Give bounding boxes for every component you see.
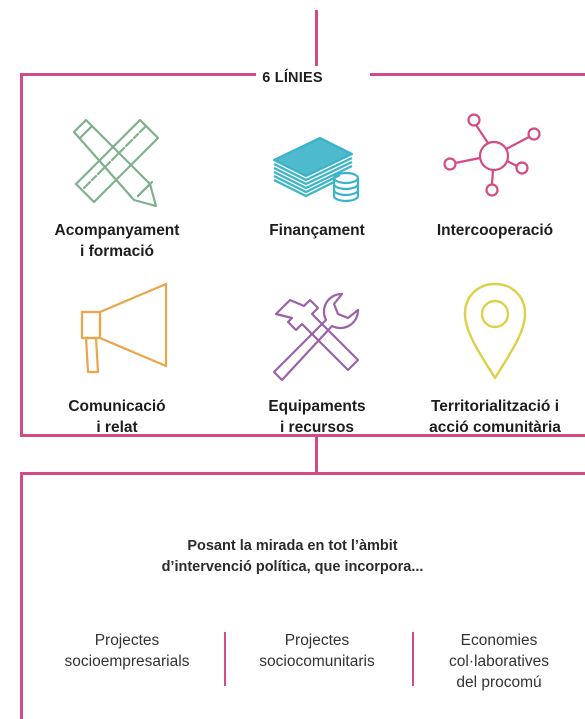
scope-column-sociocomunitaris-line2: sociocomunitaris [259, 653, 375, 670]
line-label-acompanyament: Acompanyament i formació [22, 220, 212, 262]
top-connector-line [315, 10, 318, 74]
line-label-intercooperacio: Intercooperació [400, 220, 585, 241]
line-label-equipaments: Equipaments i recursos [222, 396, 412, 438]
scope-column-procomu-line2: col·laboratives [449, 653, 549, 670]
network-icon [438, 110, 548, 220]
megaphone-icon [68, 266, 178, 376]
scope-column-procomu-line1: Economies [460, 632, 538, 649]
scope-lead-text: Posant la mirada en tot l’àmbit d’interv… [0, 536, 585, 578]
scope-column-socioempresarials-line1: Projectes [94, 632, 160, 649]
line-label-territorialitzacio-line1: Territorialització i [430, 398, 560, 415]
scope-lead-line1: Posant la mirada en tot l’àmbit [187, 538, 398, 554]
frame-top-left-line [20, 73, 260, 76]
scope-divider-1 [224, 632, 226, 686]
frame-top-right-line [370, 73, 585, 76]
scope-divider-2 [412, 632, 414, 686]
scope-column-socioempresarials: Projectes socioempresarials [32, 630, 222, 672]
tools-icon [260, 284, 370, 394]
line-label-equipaments-line1: Equipaments [268, 398, 366, 415]
line-label-comunicacio: Comunicació i relat [22, 396, 212, 438]
section-title-container: 6 LÍNIES [0, 66, 585, 90]
line-label-comunicacio-line1: Comunicació [68, 398, 166, 415]
line-label-financament: Finançament [222, 220, 412, 241]
frame-left-line [20, 73, 23, 436]
line-label-acompanyament-line1: Acompanyament [54, 222, 180, 239]
frame-bottom-line [20, 434, 585, 437]
line-label-comunicacio-line2: i relat [96, 419, 138, 436]
scope-column-sociocomunitaris: Projectes sociocomunitaris [222, 630, 412, 672]
line-label-territorialitzacio: Territorialització i acció comunitària [400, 396, 585, 438]
line-label-intercooperacio-line1: Intercooperació [436, 222, 554, 239]
ruler-pencil-icon [62, 108, 172, 218]
scope-lead-line2: d’intervenció política, que incorpora... [161, 559, 424, 575]
line-label-financament-line1: Finançament [269, 222, 365, 239]
middle-connector-line [315, 436, 318, 474]
money-stack-icon [260, 112, 370, 222]
lower-frame-top-line [20, 472, 585, 475]
line-label-territorialitzacio-line2: acció comunitària [429, 419, 561, 436]
location-pin-icon [440, 270, 550, 380]
scope-column-procomu: Economies col·laboratives del procomú [404, 630, 585, 693]
lower-frame-left-line [20, 472, 23, 719]
scope-column-procomu-line3: del procomú [456, 674, 542, 691]
line-label-acompanyament-line2: i formació [79, 243, 155, 260]
section-title: 6 LÍNIES [256, 66, 329, 90]
scope-column-sociocomunitaris-line1: Projectes [284, 632, 350, 649]
scope-column-socioempresarials-line2: socioempresarials [64, 653, 190, 670]
line-label-equipaments-line2: i recursos [279, 419, 355, 436]
